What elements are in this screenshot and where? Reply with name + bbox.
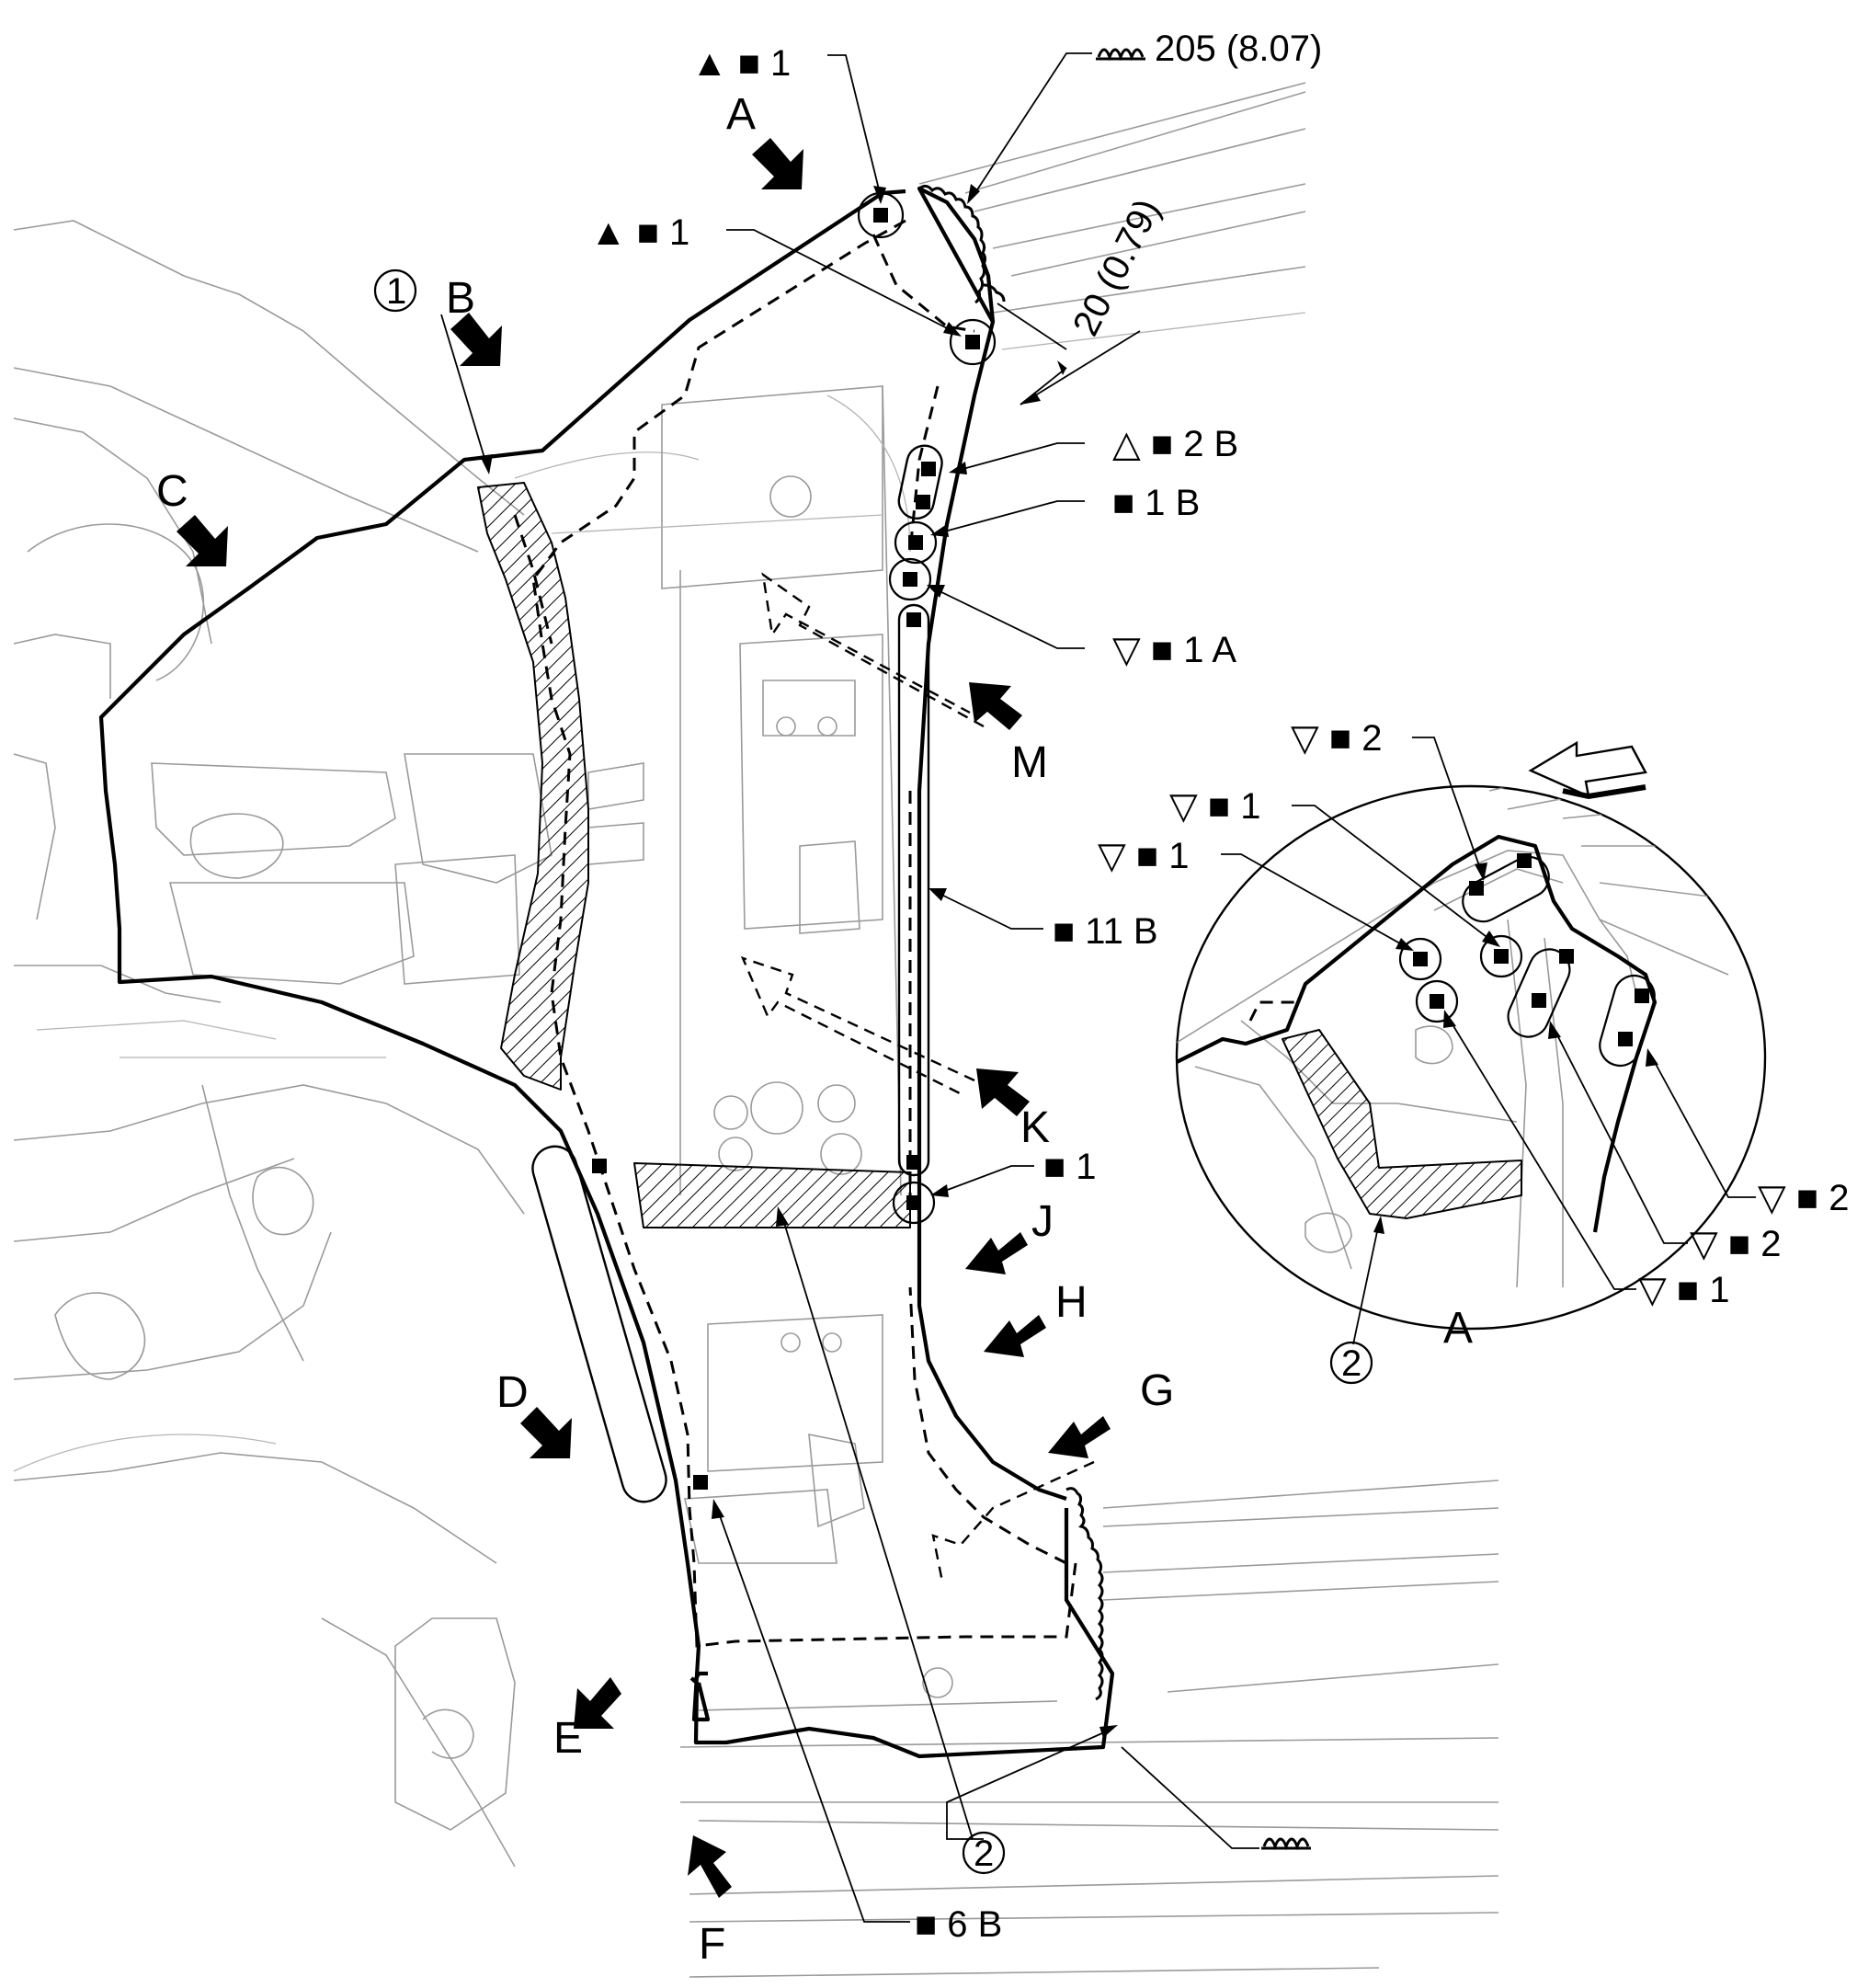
brazing-icon <box>1096 48 1145 62</box>
inner-dashed-outline <box>513 219 1077 1648</box>
dashed-direction-arrows <box>740 572 1095 1582</box>
view-letter-c: C <box>156 467 188 516</box>
view-letter-j: J <box>1031 1197 1054 1246</box>
callout-top-a: ▲ ■ 1 <box>691 43 791 84</box>
sealer-hatch-areas <box>477 482 911 1228</box>
spot-welds-main <box>592 191 997 1490</box>
part-number-markers: 1 2 <box>373 268 1006 1875</box>
callout-brazing-length: 205 (8.07) <box>1155 29 1322 69</box>
view-letter-d: D <box>496 1368 529 1417</box>
detail-title: A <box>1443 1304 1473 1353</box>
brazing-bead-top <box>918 184 1006 304</box>
detail-part-number-2: 2 <box>1341 1343 1361 1384</box>
view-letter-k: K <box>1020 1103 1050 1152</box>
inner-panel-details <box>120 385 1058 1711</box>
view-letter-m: M <box>1011 738 1048 787</box>
view-letter-labels: A B C D E F G H J K M <box>156 90 1174 1969</box>
detail-callout-right-2b: ▽ ■ 2 <box>1690 1224 1781 1264</box>
quarter-panel-outline <box>98 186 1115 1759</box>
callout-6b: ■ 6 B <box>915 1904 1002 1945</box>
callout-top-b: ▲ ■ 1 <box>590 212 689 253</box>
detail-callout-right-2a: ▽ ■ 2 <box>1758 1178 1849 1218</box>
detail-callout-top-1a: ▽ ■ 1 <box>1169 786 1260 827</box>
callout-1b: ■ 1 B <box>1112 483 1200 523</box>
detail-callout-top-2: ▽ ■ 2 <box>1291 718 1382 759</box>
callout-1a: ▽ ■ 1 A <box>1112 630 1236 670</box>
callout-11b: ■ 11 B <box>1053 911 1158 952</box>
view-letter-b: B <box>446 274 475 323</box>
detail-direction-arrow <box>1528 740 1647 800</box>
view-letter-e: E <box>553 1714 583 1763</box>
callout-2b: △ ■ 2 B <box>1112 424 1238 464</box>
view-letter-g: G <box>1140 1366 1174 1415</box>
callout-dimension: 20 (0.79) <box>1065 192 1168 342</box>
callout-1-mid: ■ 1 <box>1043 1147 1097 1187</box>
background-body-structure <box>13 82 1499 1978</box>
part-number-2: 2 <box>974 1834 994 1874</box>
detail-callout-top-1b: ▽ ■ 1 <box>1098 836 1189 876</box>
brazing-icon-bottom <box>1261 1837 1311 1851</box>
view-arrows <box>177 138 1111 1898</box>
part-number-1: 1 <box>386 271 406 312</box>
view-letter-a: A <box>726 90 756 139</box>
view-letter-h: H <box>1055 1278 1088 1327</box>
detail-callout-right-1: ▽ ■ 1 <box>1638 1270 1729 1310</box>
brazing-bead-bottom <box>1065 1487 1104 1701</box>
view-letter-f: F <box>699 1920 725 1969</box>
weld-slot-outlines <box>531 444 943 1503</box>
detail-view-a: ▽ ■ 2 ▽ ■ 1 ▽ ■ 1 ▽ ■ 2 ▽ ■ 2 ▽ ■ 1 2 A <box>1098 718 1849 1385</box>
leader-lines <box>440 52 1141 1923</box>
